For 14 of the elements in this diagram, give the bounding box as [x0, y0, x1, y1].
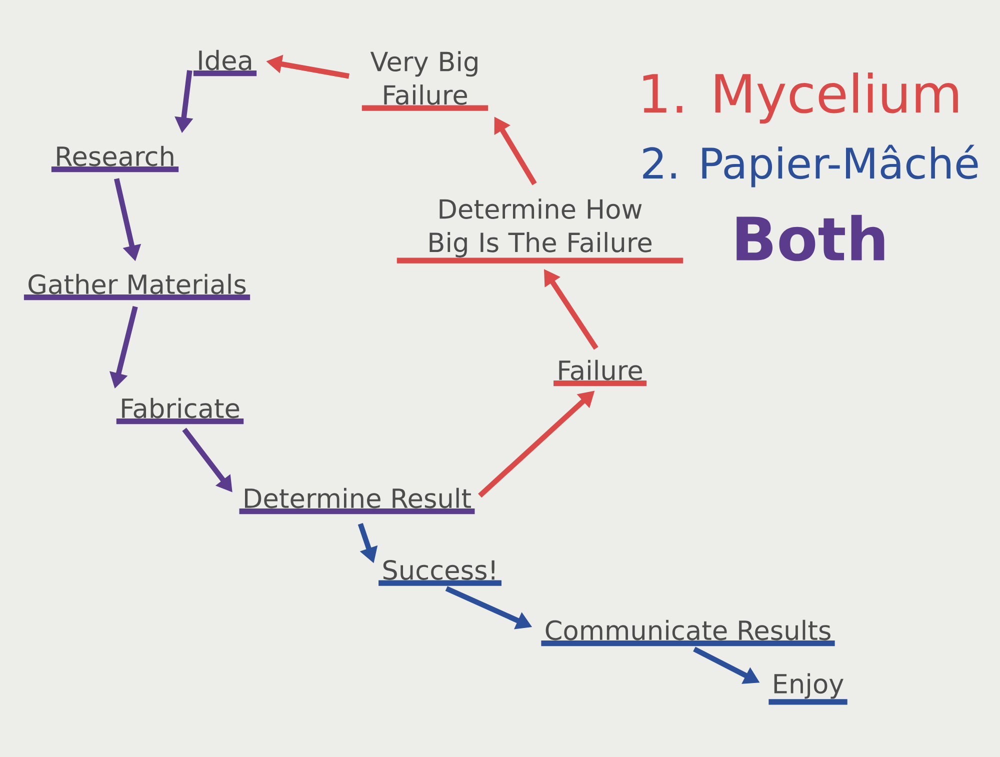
underlined-step-text: Determine Result	[239, 488, 475, 514]
underlined-step-text: Idea	[193, 50, 257, 76]
underlined-step-text: Failure	[554, 360, 646, 386]
underlined-step-text: Fabricate	[116, 398, 244, 424]
underlined-step-text: Determine How Big Is The Failure	[396, 198, 684, 264]
legend-entry: 2. Papier-Mâché	[643, 144, 978, 188]
underlined-step-text: Very Big Failure	[362, 51, 488, 111]
underlined-step-text: Success!	[378, 560, 502, 586]
underlined-step-text: Enjoy	[768, 673, 848, 705]
underlined-step-text: Gather Materials	[24, 274, 250, 300]
underlined-step-text: Communicate Results	[541, 620, 835, 646]
legend-entry: 1. Mycelium	[643, 72, 958, 124]
legend-entry: Both	[736, 214, 884, 262]
underlined-step-text: Research	[51, 146, 179, 172]
